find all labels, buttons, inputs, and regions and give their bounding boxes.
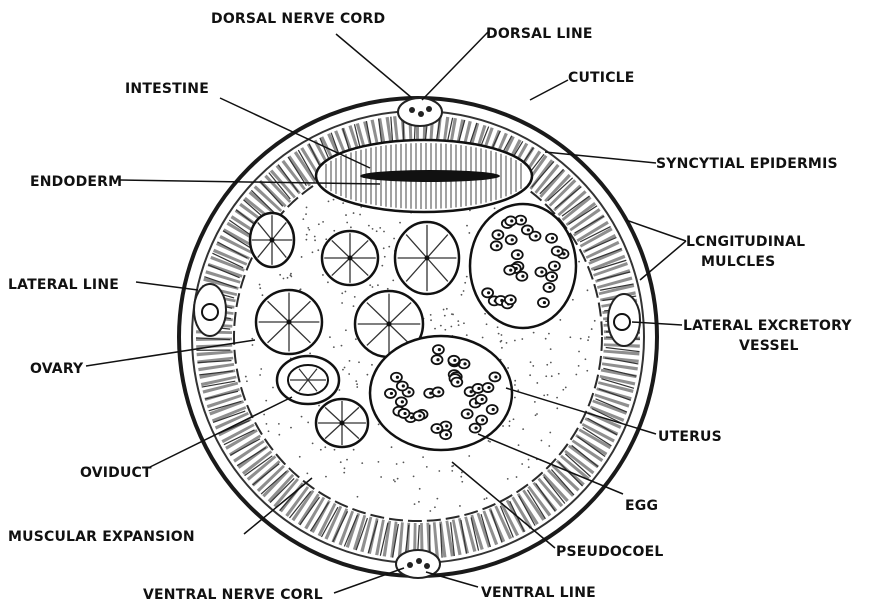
label-dorsal-line: DORSAL LINE — [486, 26, 593, 42]
label-ventral-nerve-cord: VENTRAL NERVE CORL — [143, 587, 323, 603]
label-intestine: INTESTINE — [125, 81, 209, 97]
label-uterus: UTERUS — [658, 429, 722, 445]
lateral-excretory-vessel-right — [614, 314, 630, 330]
label-muscular-expansion: MUSCULAR EXPANSION — [8, 529, 195, 545]
label-endoderm: ENDODERM — [30, 174, 122, 190]
intestine-lumen — [360, 170, 500, 182]
label-ovary: OVARY — [30, 361, 84, 377]
label-longitudinal-line2: MULCLES — [701, 254, 775, 270]
label-pseudocoel: PSEUDOCOEL — [556, 544, 663, 560]
uterus-upper — [470, 204, 576, 328]
uterus — [370, 336, 512, 450]
label-cuticle: CUTICLE — [568, 70, 635, 86]
label-egg: EGG — [625, 498, 658, 514]
label-longitudinal-line1: LCNGITUDINAL — [686, 234, 805, 250]
label-lateral-excretory-line1: LATERAL EXCRETORY — [683, 318, 852, 334]
label-lateral-line: LATERAL LINE — [8, 277, 119, 293]
oviduct — [277, 356, 339, 404]
label-syncytial-epidermis: SYNCYTIAL EPIDERMIS — [656, 156, 838, 172]
label-oviduct: OVIDUCT — [80, 465, 152, 481]
label-dorsal-nerve-cord: DORSAL NERVE CORD — [211, 11, 385, 27]
label-ventral-line: VENTRAL LINE — [481, 585, 596, 601]
intestine — [316, 140, 532, 212]
label-lateral-excretory-line2: VESSEL — [739, 338, 799, 354]
lateral-excretory-vessel-left — [202, 304, 218, 320]
